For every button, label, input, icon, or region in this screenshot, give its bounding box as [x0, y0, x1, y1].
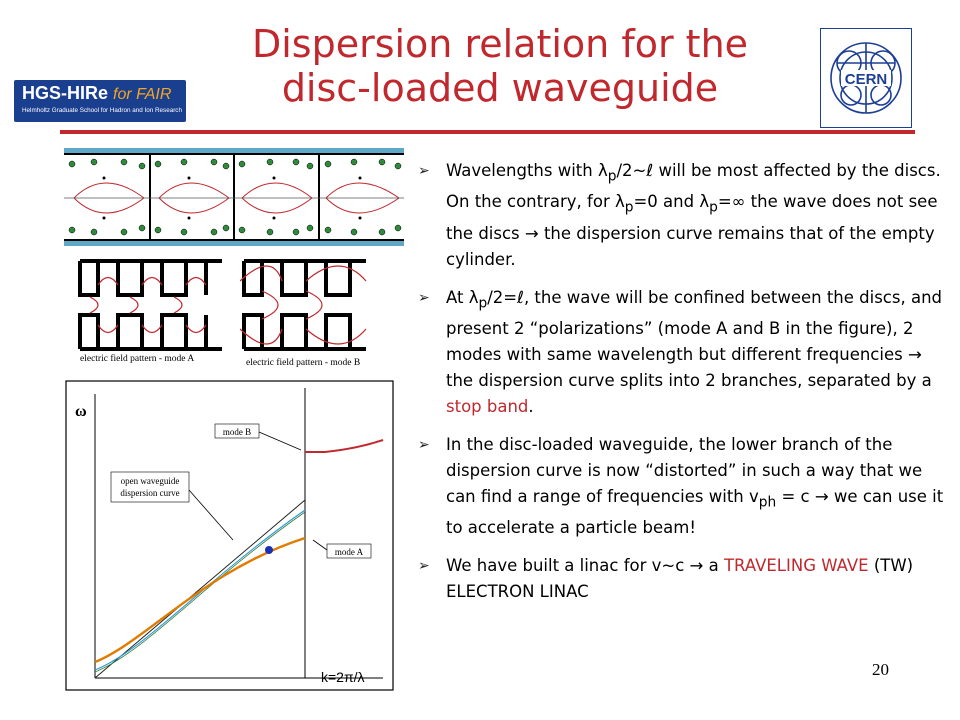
- plot-ylabel: ω: [75, 403, 87, 420]
- bullet-1-lambda-2: λ: [614, 192, 625, 212]
- bullet-arrow-icon: ➢: [418, 436, 430, 453]
- mode-b-branch: [305, 439, 384, 453]
- mode-b-label: mode B: [223, 427, 251, 437]
- bullet-1-lambda-3: λ: [699, 192, 710, 212]
- bullet-2-stop-band: stop band: [446, 396, 529, 416]
- bullet-1-lambda: λ: [597, 161, 608, 180]
- bullet-2-ell: ℓ: [517, 287, 524, 307]
- hgs-hire-logo: HGS-HIRe for FAIR Helmholtz Graduate Sch…: [14, 80, 186, 122]
- bullet-1-ell: ℓ: [646, 161, 654, 180]
- bullet-1-sub-3: p: [709, 199, 718, 216]
- field-pattern-mode-b: [239, 255, 370, 359]
- bullet-2-text-c: , the wave will be confined between the …: [446, 287, 942, 390]
- hgs-logo-fair: for FAIR: [113, 86, 172, 103]
- bullet-3-text-a: In the disc-loaded waveguide, the lower …: [446, 434, 923, 506]
- caption-mode-b: electric field pattern - mode B: [246, 358, 361, 368]
- bullet-1-sub-2: p: [624, 199, 634, 216]
- title-underline: [60, 130, 915, 134]
- bullet-arrow-icon: ➢: [418, 163, 430, 179]
- open-waveguide-pointer: [188, 489, 234, 541]
- open-waveguide-label-box: [110, 471, 190, 503]
- bullet-item-1: ➢ Wavelengths with λp/2~ℓ will be most a…: [418, 158, 950, 273]
- caption-mode-a: electric field pattern - mode A: [80, 354, 195, 364]
- mode-b-pointer: [258, 431, 302, 451]
- bullet-4-text-a: We have built a linac for v~c → a: [446, 556, 724, 576]
- hgs-logo-subtitle: Helmholtz Graduate School for Hadron and…: [22, 107, 182, 114]
- bullet-4-traveling-wave: TRAVELING WAVE: [723, 556, 869, 576]
- field-pattern-mode-a: [76, 255, 226, 359]
- bullet-2-lambda: λ: [468, 287, 479, 307]
- bullet-2-text-b: /2=: [487, 287, 518, 307]
- cern-logo: CERN: [820, 28, 912, 128]
- bullet-2-text-a: At: [446, 287, 469, 307]
- bullet-1-text-c: will be most affected by the discs. On t…: [446, 161, 941, 212]
- mode-a-pointer: [312, 539, 328, 551]
- mode-b-label-box: [214, 423, 260, 439]
- cern-logo-text: CERN: [845, 71, 888, 88]
- page-number: 20: [872, 660, 889, 679]
- open-waveguide-curve: [94, 509, 306, 671]
- hgs-logo-text: HGS-HIRe: [22, 83, 109, 103]
- bullet-3-text-b: = c → we can use it to accelerate a part…: [446, 486, 944, 538]
- speed-of-light-line: [94, 499, 306, 679]
- bullet-1-sub: p: [607, 168, 617, 185]
- bullet-1-text-a: Wavelengths with: [446, 161, 598, 180]
- disc-loaded-structure-diagram: [64, 148, 404, 252]
- mode-a-label: mode A: [335, 547, 364, 557]
- slide-title-line2: disc-loaded waveguide: [281, 66, 719, 110]
- bullet-3-sub: ph: [758, 494, 777, 511]
- bullet-item-3: ➢ In the disc-loaded waveguide, the lowe…: [418, 432, 950, 541]
- bullet-1-text-d: =0 and: [633, 192, 700, 212]
- bullet-2-sub: p: [478, 294, 488, 311]
- slide-title-line1: Dispersion relation for the: [251, 22, 749, 66]
- bullet-1-text-b: /2~: [616, 161, 647, 180]
- bullet-arrow-icon: ➢: [418, 289, 430, 306]
- open-waveguide-curve-shadow: [94, 511, 306, 673]
- bullet-4-text-b: (TW) ELECTRON LINAC: [446, 556, 914, 602]
- bullet-2-text-d: .: [528, 396, 534, 416]
- bullet-item-4: ➢ We have built a linac for v~c → a TRAV…: [418, 553, 950, 605]
- operating-point-marker: [265, 546, 273, 554]
- bullet-1-text-e: =∞ the wave does not see the discs → the…: [446, 192, 938, 269]
- plot-xlabel: k=2π/λ: [321, 669, 365, 685]
- mode-a-label-box: [326, 543, 372, 559]
- bullet-item-2: ➢ At λp/2=ℓ, the wave will be confined b…: [418, 285, 950, 420]
- bullet-list: ➢ Wavelengths with λp/2~ℓ will be most a…: [418, 158, 950, 617]
- bullet-arrow-icon: ➢: [418, 558, 430, 575]
- open-waveguide-label-line1: open waveguide: [121, 476, 180, 486]
- open-waveguide-label-line2: dispersion curve: [120, 488, 179, 498]
- dispersion-plot: ω k=2π/λ mode B mode A open waveguide di…: [65, 380, 395, 696]
- slide-title: Dispersion relation for the disc-loaded …: [180, 22, 820, 110]
